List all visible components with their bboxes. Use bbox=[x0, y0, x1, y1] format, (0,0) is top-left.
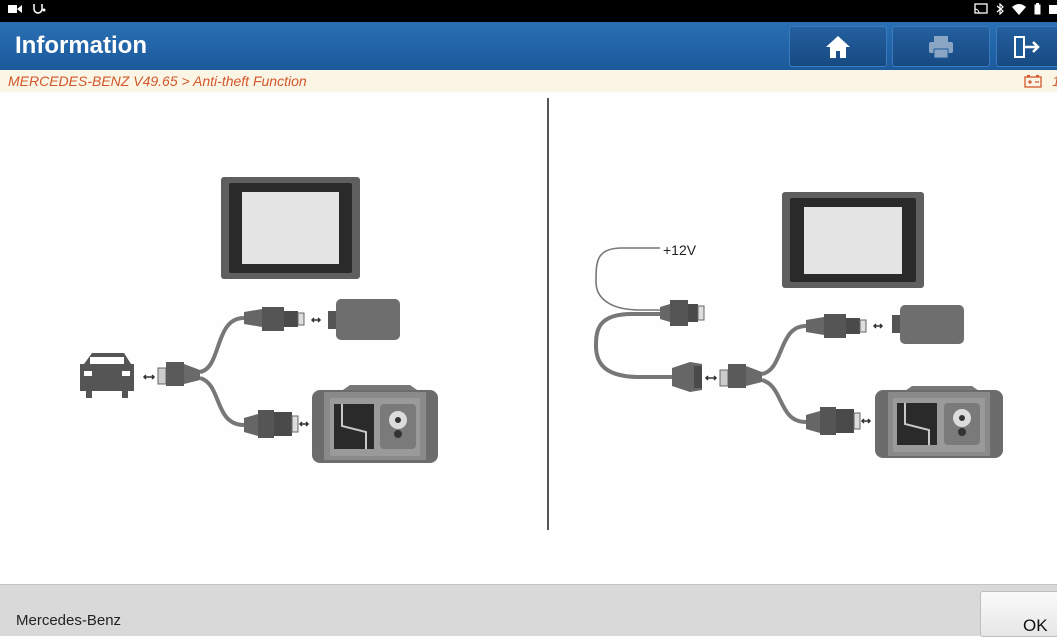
cable-lower-right bbox=[761, 378, 807, 424]
obd-extension-connector bbox=[672, 362, 702, 392]
cable-loop bbox=[593, 312, 672, 379]
battery-voltage-icon bbox=[1024, 75, 1042, 88]
breadcrumb-right: 1 bbox=[1024, 73, 1057, 89]
arrow-upper-right bbox=[872, 323, 884, 329]
print-icon bbox=[929, 35, 953, 58]
footer-bar: Mercedes-Benz OK bbox=[0, 584, 1057, 637]
usb-connector-right bbox=[806, 314, 867, 338]
car-icon bbox=[80, 353, 134, 398]
cast-icon bbox=[974, 3, 988, 14]
exit-button[interactable] bbox=[996, 26, 1057, 67]
voltage-label: +12V bbox=[663, 242, 697, 258]
key-programmer-right bbox=[875, 386, 1003, 458]
connection-diagram-left bbox=[80, 177, 438, 463]
bluetooth-icon bbox=[996, 3, 1004, 15]
tablet-device-right bbox=[782, 192, 924, 288]
status-bar bbox=[0, 0, 1057, 22]
connection-diagram-right: +12V bbox=[593, 192, 1003, 458]
usb-connector-left bbox=[244, 307, 305, 331]
arrow-lower-left bbox=[298, 421, 310, 427]
exit-icon bbox=[1014, 35, 1040, 58]
arrow-obd-right bbox=[704, 375, 718, 381]
arrow-upper-left bbox=[310, 317, 322, 323]
cable-upper-right bbox=[761, 324, 807, 376]
obd-connector-right bbox=[719, 364, 762, 388]
breadcrumb-right-value: 1 bbox=[1052, 73, 1057, 89]
power-wire bbox=[595, 247, 662, 311]
ok-button-label: OK bbox=[1023, 616, 1048, 635]
diagnostic-icon bbox=[33, 4, 46, 14]
clock-fragment-icon bbox=[1049, 5, 1057, 14]
wifi-icon bbox=[1012, 3, 1026, 15]
ok-button[interactable]: OK bbox=[980, 591, 1057, 637]
diagram-divider bbox=[547, 98, 549, 530]
battery-icon bbox=[1034, 3, 1041, 15]
db-connector-right bbox=[806, 407, 861, 435]
home-button[interactable] bbox=[789, 26, 887, 67]
obd-connector-left bbox=[157, 362, 200, 386]
cable-lower-left bbox=[199, 376, 245, 427]
cable-upper-left bbox=[199, 316, 245, 374]
content-area: +12V bbox=[0, 92, 1057, 584]
title-bar: Information bbox=[0, 22, 1057, 70]
vehicle-name: Mercedes-Benz bbox=[16, 612, 122, 629]
power-connector bbox=[660, 300, 705, 326]
db-connector-left bbox=[244, 410, 299, 438]
tablet-device-left bbox=[221, 177, 360, 279]
dongle-right bbox=[892, 305, 964, 344]
breadcrumb: MERCEDES-BENZ V49.65 > Anti-theft Functi… bbox=[8, 73, 307, 89]
arrow-lower-right bbox=[860, 418, 872, 424]
breadcrumb-bar: MERCEDES-BENZ V49.65 > Anti-theft Functi… bbox=[0, 70, 1057, 92]
video-icon bbox=[8, 5, 22, 13]
key-programmer-left bbox=[312, 385, 438, 463]
dongle-left bbox=[328, 299, 400, 340]
arrow-car bbox=[142, 374, 156, 380]
print-button[interactable] bbox=[892, 26, 990, 67]
home-icon bbox=[826, 35, 850, 58]
page-title: Information bbox=[15, 32, 147, 59]
